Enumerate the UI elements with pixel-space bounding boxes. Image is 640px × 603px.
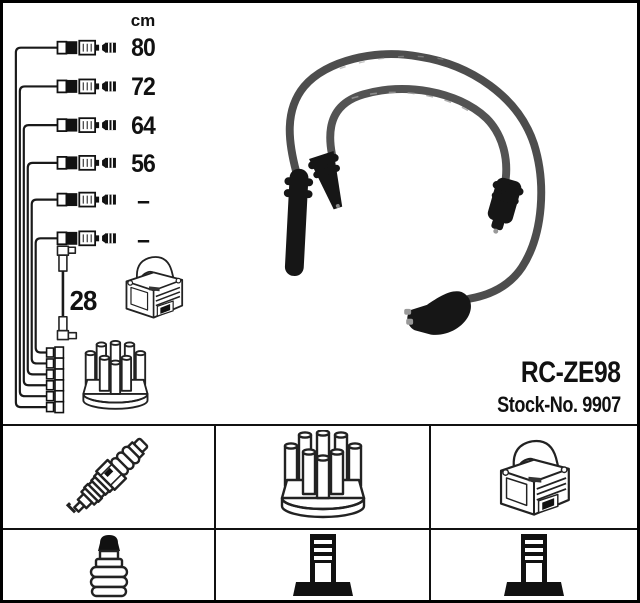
cable-connector-row (56, 39, 116, 247)
coil-wire-length: 28 (69, 285, 98, 316)
stock-number: Stock-No. 9907 (497, 392, 621, 417)
conical-boot (308, 150, 343, 210)
elbow-boot (404, 291, 471, 335)
legend-cell-ignition-coil (429, 424, 637, 528)
distributor-terminal-icon (292, 534, 353, 596)
spark-plug-icon (63, 431, 154, 523)
legend-cell-distributor-cap (214, 424, 429, 528)
legend-cell-distributor-terminal (214, 528, 429, 600)
distributor-end-connectors (45, 346, 65, 414)
legend-cell-spark-plug (3, 424, 214, 528)
cable-length-5: – (137, 187, 150, 215)
legend-cell-coil-terminal (429, 528, 637, 600)
distributor-cap-drawing (82, 339, 149, 410)
right-boot (487, 177, 524, 234)
cables-photo (283, 50, 546, 335)
cable-length-3: 64 (131, 112, 156, 140)
plug-terminal-icon (89, 533, 128, 598)
cable-schematic (14, 39, 184, 414)
unit-header: cm (130, 11, 156, 30)
coil-wire-drawing (56, 245, 78, 341)
ignition-coil-drawing (125, 256, 184, 319)
cable-length-2: 72 (131, 73, 156, 101)
cable-length-1: 80 (131, 34, 156, 62)
cable-length-6: – (137, 226, 150, 254)
legend-cell-plug-terminal (3, 528, 214, 600)
ignition-kit-diagram (14, 39, 546, 414)
distributor-cap-icon (280, 429, 365, 518)
coil-terminal-icon (504, 534, 564, 596)
legend-grid (3, 424, 637, 600)
cable-length-4: 56 (131, 150, 156, 178)
ignition-coil-icon (499, 439, 570, 516)
straight-boot (283, 168, 314, 276)
part-number: RC-ZE98 (521, 356, 621, 389)
